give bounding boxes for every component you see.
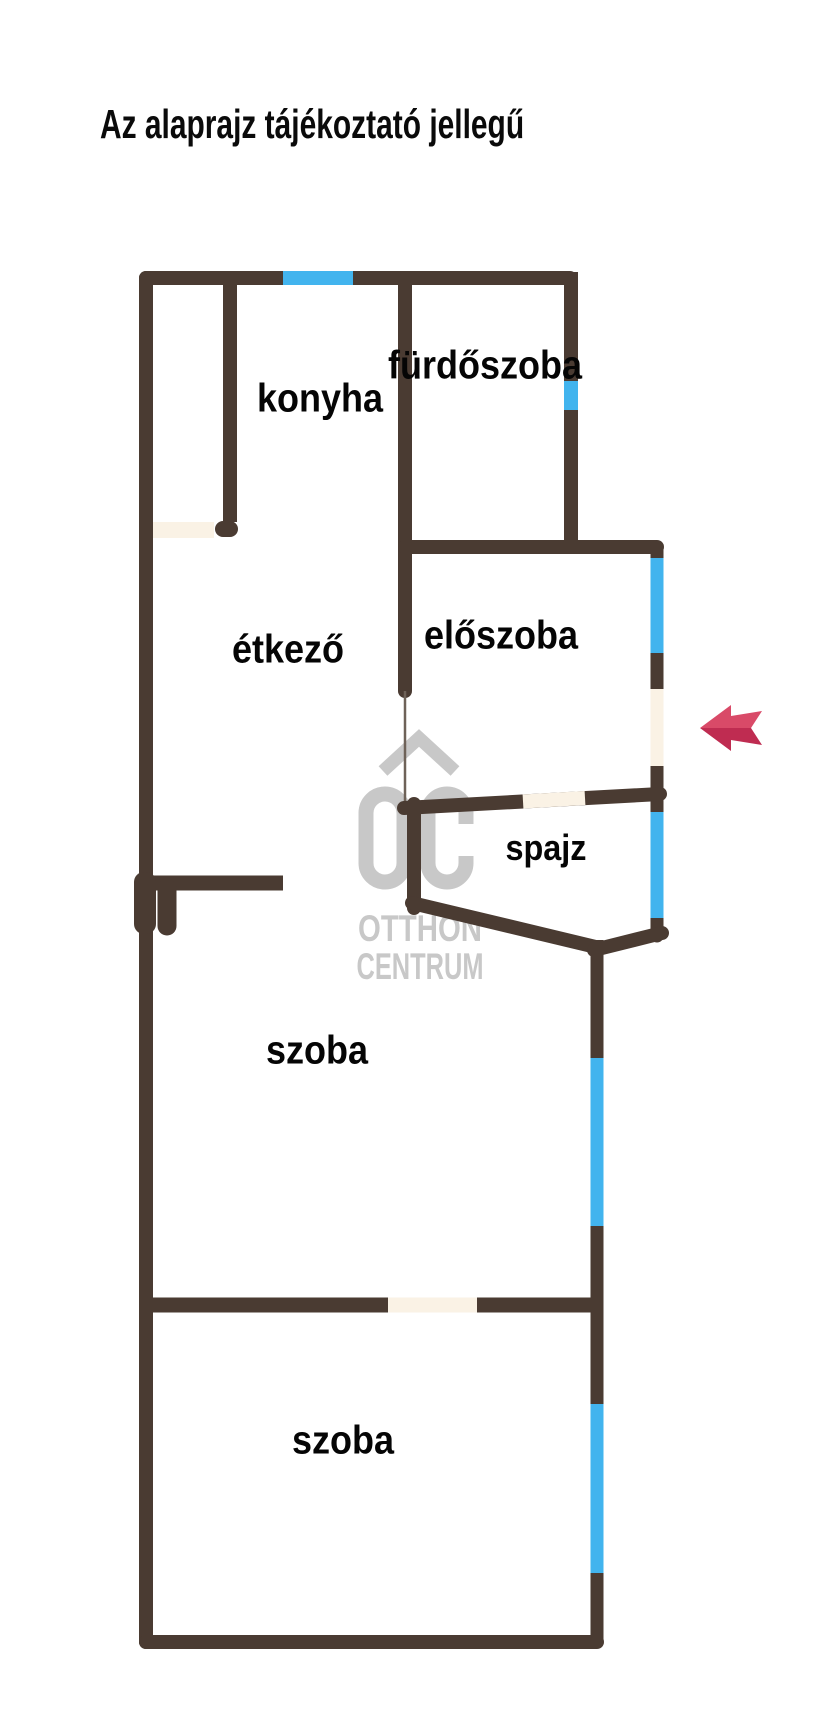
oc-logo-icon [358, 786, 482, 890]
room-label-spajz: spajz [505, 827, 587, 868]
room-label-szoba-2: szoba [291, 1418, 395, 1463]
door-spajz [522, 791, 586, 809]
windows [283, 271, 664, 1573]
logo-roof-icon [378, 729, 460, 776]
page-title: Az alaprajz tájékoztató jellegű [100, 101, 525, 147]
room-label-etkezo: étkező [231, 627, 345, 672]
room-label-eloszoba: előszoba [423, 613, 579, 658]
room-label-konyha: konyha [256, 376, 384, 421]
logo-roof-notch [410, 768, 428, 777]
watermark-line2: CENTRUM [357, 946, 484, 987]
wall-spajz-diagonal [405, 896, 607, 955]
wall-pill-detail [134, 872, 156, 934]
wall-spajz-bottom [587, 926, 669, 957]
doors [153, 522, 664, 1313]
entrance-arrow-icon [700, 705, 762, 751]
room-label-furdoszoba: fürdőszoba [388, 343, 582, 388]
room-label-szoba-1: szoba [265, 1028, 369, 1073]
